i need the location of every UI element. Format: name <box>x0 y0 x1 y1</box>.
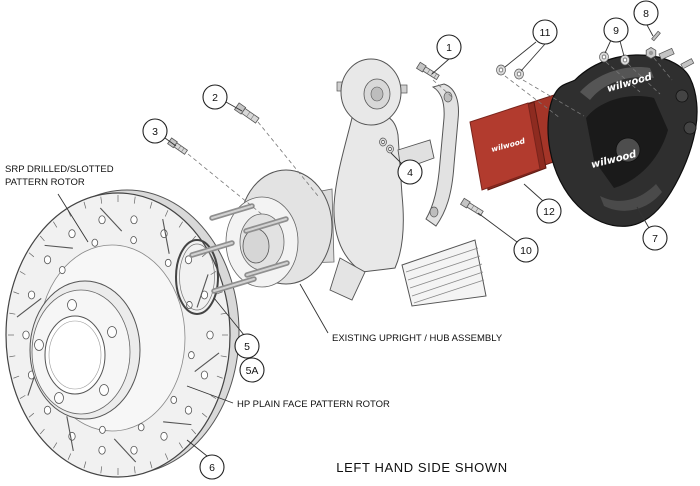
upright-gusset <box>401 239 487 307</box>
callout-9: 9 <box>603 17 629 43</box>
callout-6: 6 <box>199 454 225 480</box>
hp-rotor-label: HP PLAIN FACE PATTERN ROTOR <box>237 399 390 410</box>
callout-3: 3 <box>142 118 168 144</box>
svg-text:1: 1 <box>446 42 452 54</box>
svg-text:4: 4 <box>407 167 413 179</box>
callout-1: 1 <box>436 34 462 60</box>
upright-knuckle <box>299 58 487 307</box>
rotor-lug-holes <box>34 299 117 404</box>
callout-8: 8 <box>633 0 659 26</box>
callout-5A: 5A <box>239 357 265 383</box>
callout-12: 12 <box>536 198 562 224</box>
callout-11: 11 <box>532 19 558 45</box>
svg-text:12: 12 <box>543 206 555 218</box>
leader-lines <box>57 24 654 457</box>
bleed-screw <box>658 47 695 70</box>
hub-assembly <box>189 169 333 294</box>
svg-text:6: 6 <box>209 462 215 474</box>
callouts: 1 2 3 4 5 5A 6 7 8 9 10 11 12 <box>142 0 668 480</box>
o-ring <box>175 239 219 315</box>
drilled-slotted-rotor <box>5 189 240 478</box>
svg-text:5A: 5A <box>246 365 259 377</box>
svg-text:7: 7 <box>652 233 658 245</box>
bolt-item1 <box>415 61 440 81</box>
callout-2: 2 <box>202 84 228 110</box>
washers-item4 <box>379 137 394 154</box>
bolt-item2 <box>233 102 260 124</box>
callout-5: 5 <box>234 333 260 359</box>
washers-item9 <box>599 51 630 66</box>
svg-text:2: 2 <box>212 92 218 104</box>
svg-text:5: 5 <box>244 341 250 353</box>
caliper-mount-bracket <box>425 83 459 227</box>
bolt-item3 <box>167 137 189 155</box>
svg-text:9: 9 <box>613 25 619 37</box>
washers-item11 <box>496 64 524 80</box>
srp-rotor-label-line1: SRP DRILLED/SLOTTED <box>5 164 114 175</box>
srp-rotor-label-line2: PATTERN ROTOR <box>5 177 85 188</box>
wheel-studs <box>189 203 290 294</box>
svg-text:3: 3 <box>152 126 158 138</box>
svg-text:11: 11 <box>540 27 551 39</box>
svg-text:8: 8 <box>643 8 649 20</box>
text-labels: SRP DRILLED/SLOTTED PATTERN ROTOR EXISTI… <box>5 164 507 475</box>
upright-label: EXISTING UPRIGHT / HUB ASSEMBLY <box>332 333 503 344</box>
assembly-axis-lines <box>187 57 673 217</box>
diagram-title: LEFT HAND SIDE SHOWN <box>336 460 507 475</box>
callout-10: 10 <box>513 237 539 263</box>
rotor-drill-pattern <box>8 195 228 475</box>
callout-4: 4 <box>397 159 423 185</box>
callout-7: 7 <box>642 225 668 251</box>
caliper: wilwood wilwood <box>547 47 698 227</box>
bolt-item10 <box>459 197 484 217</box>
svg-text:10: 10 <box>520 245 532 257</box>
nut-item8 <box>645 30 661 59</box>
